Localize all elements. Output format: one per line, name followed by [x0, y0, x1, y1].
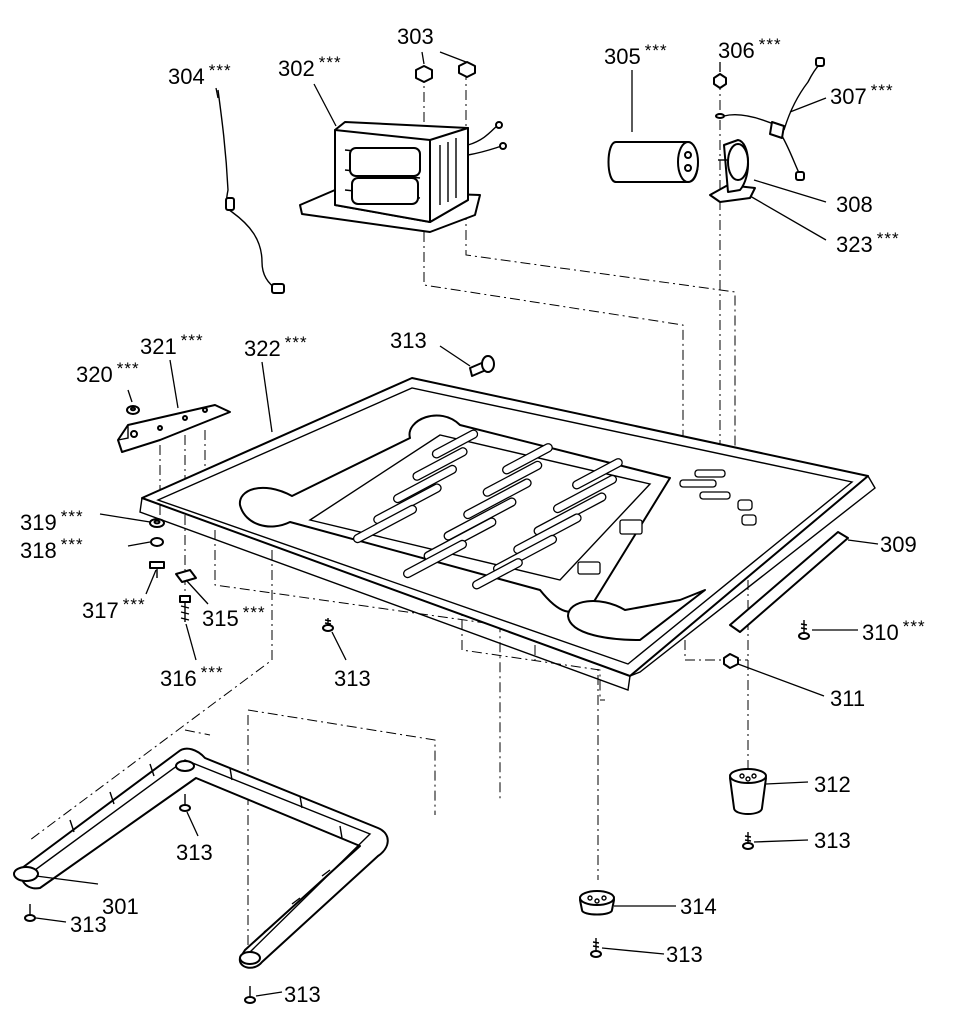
- label-305: 305***: [604, 41, 668, 69]
- hardware-313-top: [469, 355, 495, 377]
- frame-301: [13, 747, 389, 1004]
- label-319: 319***: [20, 507, 84, 535]
- foot-314: [579, 890, 615, 958]
- hardware-310-311: [723, 620, 810, 669]
- label-323: 323***: [836, 229, 900, 257]
- wire-304: [217, 89, 285, 294]
- foot-312: [729, 768, 767, 850]
- label-313-foot-314: 313: [666, 942, 703, 967]
- label-318: 318***: [20, 535, 84, 563]
- label-313-foot-312: 313: [814, 828, 851, 853]
- hardware-313-mid: [322, 618, 334, 632]
- label-307: 307***: [830, 81, 894, 109]
- label-313-frame-bottom: 313: [284, 982, 321, 1007]
- label-311: 311: [830, 686, 865, 711]
- label-321: 321***: [140, 331, 204, 359]
- label-309: 309: [880, 532, 917, 557]
- capacitor: [607, 141, 699, 183]
- rail-309: [729, 531, 849, 633]
- label-320: 320***: [76, 359, 140, 387]
- nut-303: [415, 61, 476, 83]
- label-308: 308: [836, 192, 873, 217]
- label-322: 322***: [244, 333, 308, 361]
- label-315: 315***: [202, 603, 266, 631]
- label-316: 316***: [160, 663, 224, 691]
- label-304: 304***: [168, 61, 232, 89]
- label-313-mid: 313: [334, 666, 371, 691]
- label-302: 302***: [278, 53, 342, 81]
- part-labels: 301 302*** 303 304*** 305*** 306*** 307*…: [20, 24, 926, 1007]
- label-313-frame: 313: [176, 840, 213, 865]
- label-313-frame-left: 313: [70, 912, 107, 937]
- washer-320: [126, 405, 140, 415]
- hardware-319-318-317-316-315: [149, 518, 197, 622]
- leader-lines: [35, 51, 879, 997]
- base-plate: [139, 377, 876, 691]
- label-313-top: 313: [390, 328, 427, 353]
- transformer: [299, 121, 507, 233]
- label-312: 312: [814, 772, 851, 797]
- label-301: 301: [102, 894, 139, 919]
- label-317: 317***: [82, 595, 146, 623]
- diode-and-bracket: [709, 57, 825, 203]
- label-310: 310***: [862, 617, 926, 645]
- vent-slots: [352, 429, 623, 590]
- label-306: 306***: [718, 35, 782, 63]
- bracket-321: [117, 404, 231, 453]
- label-314: 314: [680, 894, 717, 919]
- label-303: 303: [397, 24, 434, 49]
